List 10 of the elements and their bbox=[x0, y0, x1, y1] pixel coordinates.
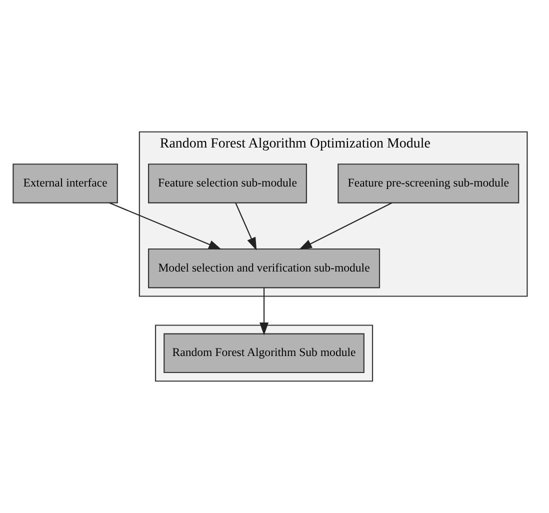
node-box: Model selection and verification sub-module bbox=[148, 248, 380, 288]
arrow bbox=[235, 202, 257, 250]
arrow bbox=[298, 202, 392, 250]
cluster bbox=[155, 324, 374, 382]
node-box: Feature pre-screening sub-module bbox=[338, 164, 520, 204]
node-box: Random Forest Algorithm Sub module bbox=[164, 333, 364, 374]
node-box: External interface bbox=[12, 164, 118, 204]
node-box: Feature selection sub-module bbox=[148, 164, 307, 204]
arrow bbox=[109, 202, 222, 250]
arrow bbox=[260, 288, 269, 336]
